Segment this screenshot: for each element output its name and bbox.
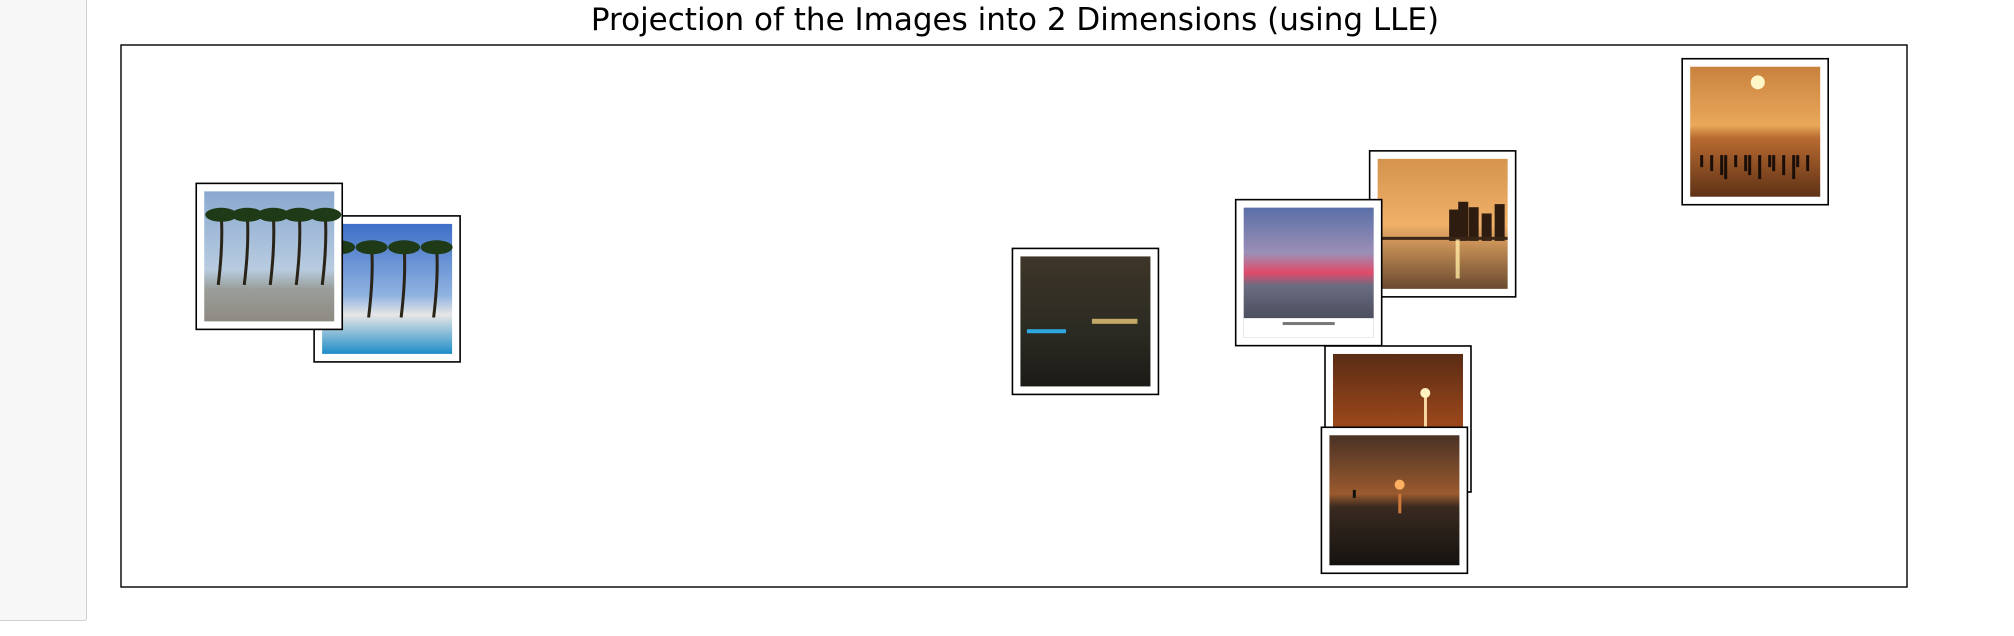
thumbnail-city-skyline-sunset (1368, 150, 1517, 298)
thumbnail-palm-beach (195, 182, 344, 331)
axes-frame (120, 44, 1908, 588)
thumbnail-dark-beach-sunset (1320, 426, 1469, 575)
thumbnail-night-beach-lights (1011, 247, 1160, 396)
thumbnail-image (1243, 207, 1374, 338)
chart-title: Projection of the Images into 2 Dimensio… (590, 2, 1440, 38)
thumbnail-image (1329, 435, 1460, 566)
thumbnail-palm-pool (313, 215, 461, 363)
thumbnail-sunset-beach-crowd (1681, 57, 1829, 206)
thumbnail-stormy-sea-sunset (1234, 198, 1383, 347)
image-thumbnails (195, 57, 1829, 575)
notebook-left-gutter (0, 0, 87, 621)
